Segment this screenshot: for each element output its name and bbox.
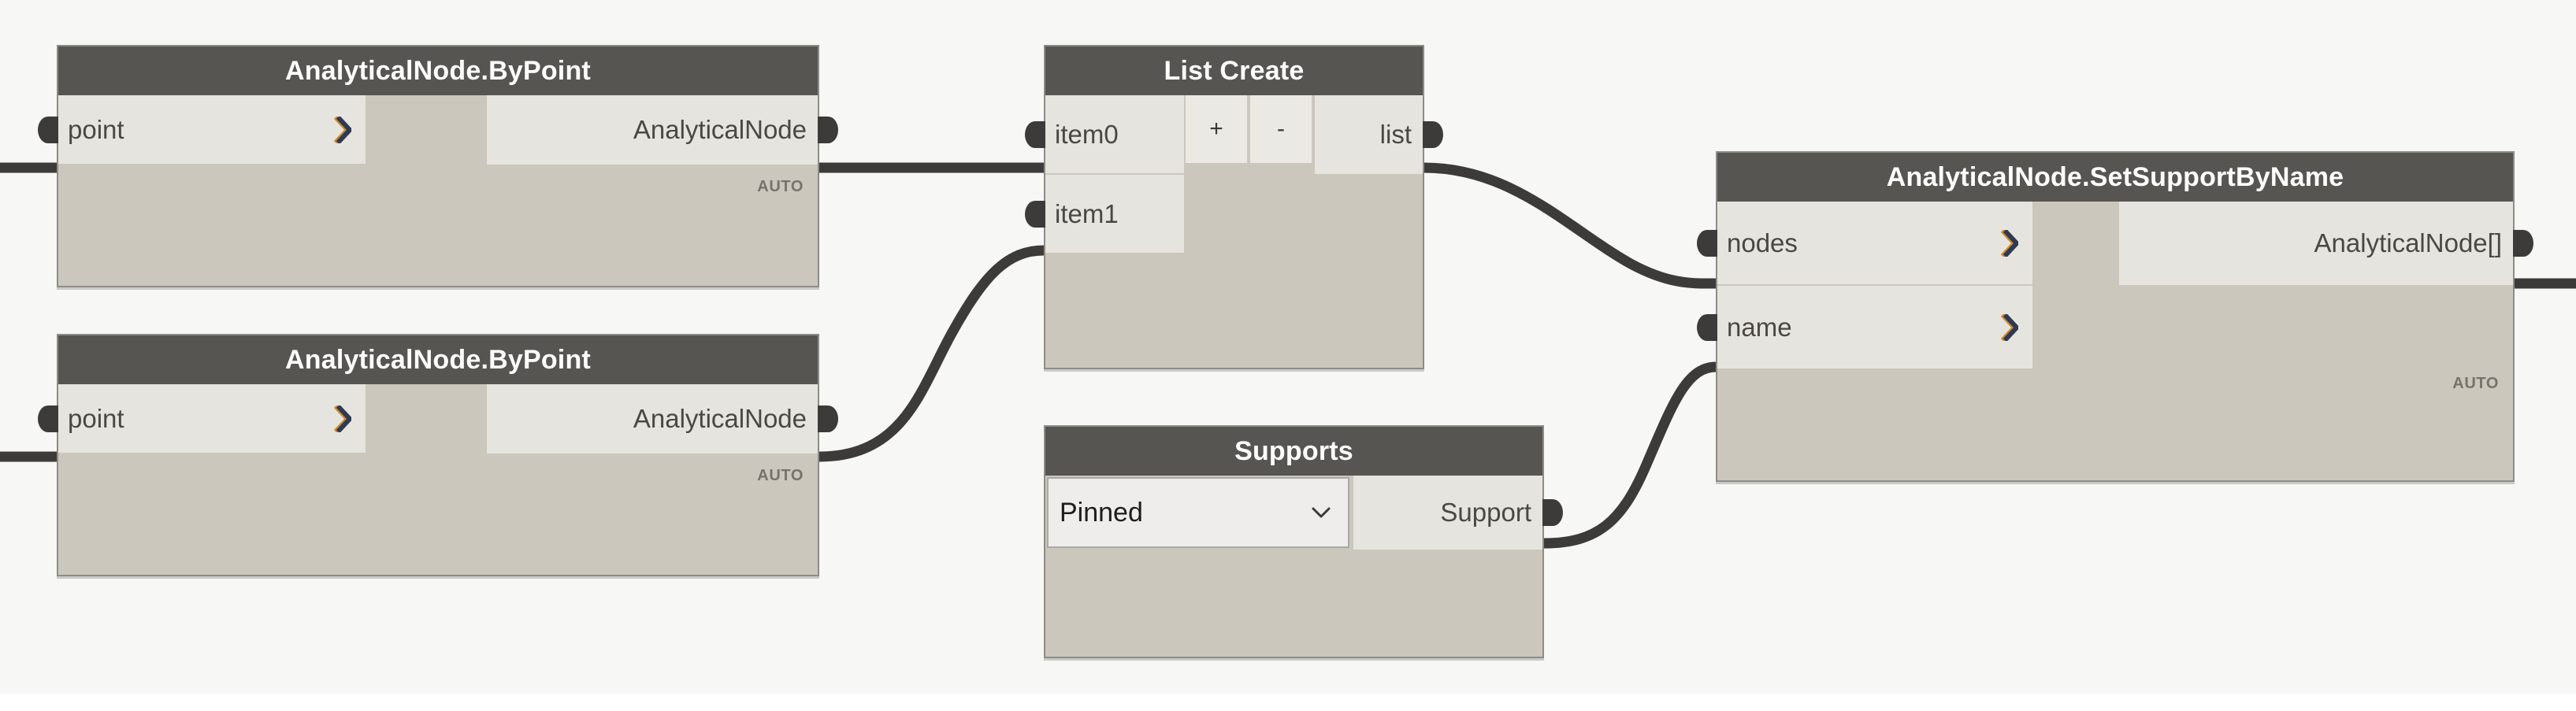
- auto-badge: AUTO: [757, 467, 804, 484]
- wire-support-to-name: [1539, 361, 1721, 549]
- output-port-connector-analyticalnode[interactable]: [818, 405, 838, 432]
- output-port-connector-analyticalnode-array[interactable]: [2513, 230, 2533, 257]
- output-port-label: Support: [1440, 498, 1531, 527]
- output-port-analyticalnode[interactable]: AnalyticalNode: [487, 95, 818, 165]
- output-port-list[interactable]: list: [1315, 95, 1423, 174]
- input-port-point[interactable]: point: [58, 384, 366, 454]
- support-type-dropdown-value: Pinned: [1060, 497, 1143, 528]
- output-port-label: AnalyticalNode: [633, 115, 807, 144]
- node-title: List Create: [1164, 55, 1305, 86]
- input-port-label: item0: [1055, 119, 1119, 149]
- node-body: point AnalyticalNode AUTO: [38, 384, 838, 575]
- input-port-connector-item1[interactable]: [1025, 201, 1045, 228]
- input-port-label: point: [68, 403, 124, 433]
- output-port-analyticalnode-array[interactable]: AnalyticalNode[]: [2119, 202, 2513, 285]
- input-port-item1[interactable]: item1: [1045, 175, 1184, 254]
- support-type-dropdown[interactable]: Pinned: [1047, 477, 1349, 548]
- node-body: item0 item1 + - list: [1025, 95, 1443, 368]
- input-port-name[interactable]: name: [1717, 286, 2032, 369]
- output-port-label: AnalyticalNode[]: [2314, 228, 2502, 257]
- node-list-create[interactable]: List Create item0 item1 + - list: [1025, 45, 1443, 369]
- add-port-button-label: +: [1209, 116, 1223, 142]
- chevron-right-icon: [334, 116, 351, 143]
- input-port-connector-point[interactable]: [38, 405, 58, 432]
- node-header[interactable]: List Create: [1045, 46, 1423, 95]
- remove-port-button[interactable]: -: [1250, 95, 1313, 163]
- chevron-down-icon: [1312, 507, 1331, 518]
- node-analytical-node-by-point-2[interactable]: AnalyticalNode.ByPoint point AnalyticalN…: [38, 334, 838, 576]
- auto-badge: AUTO: [2452, 375, 2499, 392]
- input-port-label: name: [1727, 312, 1792, 342]
- output-port-support[interactable]: Support: [1353, 476, 1542, 550]
- add-port-button[interactable]: +: [1186, 95, 1249, 163]
- chevron-right-icon: [334, 405, 351, 432]
- output-port-connector-support[interactable]: [1542, 499, 1563, 526]
- node-body: point AnalyticalNode AUTO: [38, 95, 838, 286]
- wire-list-to-nodes: [1419, 162, 1721, 289]
- input-port-label: nodes: [1727, 228, 1798, 257]
- output-port-analyticalnode[interactable]: AnalyticalNode: [487, 384, 818, 454]
- input-port-connector-point[interactable]: [38, 117, 58, 143]
- auto-badge: AUTO: [757, 178, 804, 195]
- node-title: AnalyticalNode.ByPoint: [285, 344, 591, 375]
- input-port-item0[interactable]: item0: [1045, 95, 1184, 174]
- node-supports[interactable]: Supports Pinned Support: [1044, 425, 1563, 658]
- input-port-point[interactable]: point: [58, 95, 366, 165]
- remove-port-button-label: -: [1277, 116, 1285, 142]
- wire-bypoint2-to-item1: [814, 245, 1049, 462]
- node-body: Pinned Support: [1045, 476, 1563, 657]
- chevron-right-icon: [2001, 313, 2018, 341]
- output-port-label: AnalyticalNode: [633, 404, 807, 433]
- input-port-label: item1: [1055, 198, 1119, 228]
- output-port-connector-list[interactable]: [1423, 121, 1443, 148]
- input-port-connector-name[interactable]: [1697, 314, 1717, 341]
- node-header[interactable]: AnalyticalNode.ByPoint: [58, 335, 818, 384]
- node-header[interactable]: AnalyticalNode.SetSupportByName: [1717, 153, 2513, 202]
- canvas-bottom-gap: [0, 694, 2576, 711]
- node-header[interactable]: AnalyticalNode.ByPoint: [58, 46, 818, 95]
- node-analytical-node-set-support-by-name[interactable]: AnalyticalNode.SetSupportByName nodes na…: [1697, 151, 2533, 482]
- node-header[interactable]: Supports: [1045, 427, 1542, 476]
- output-port-label: list: [1379, 120, 1412, 149]
- input-port-label: point: [68, 114, 124, 144]
- input-port-connector-item0[interactable]: [1025, 121, 1045, 148]
- node-body: nodes name AnalyticalNode[]: [1697, 202, 2533, 480]
- chevron-right-icon: [2001, 229, 2018, 257]
- input-port-connector-nodes[interactable]: [1697, 230, 1717, 257]
- node-title: Supports: [1234, 435, 1353, 466]
- output-port-connector-analyticalnode[interactable]: [818, 117, 838, 143]
- node-title: AnalyticalNode.ByPoint: [285, 55, 591, 86]
- node-title: AnalyticalNode.SetSupportByName: [1886, 161, 2344, 192]
- node-analytical-node-by-point-1[interactable]: AnalyticalNode.ByPoint point AnalyticalN…: [38, 45, 838, 287]
- input-port-nodes[interactable]: nodes: [1717, 202, 2032, 285]
